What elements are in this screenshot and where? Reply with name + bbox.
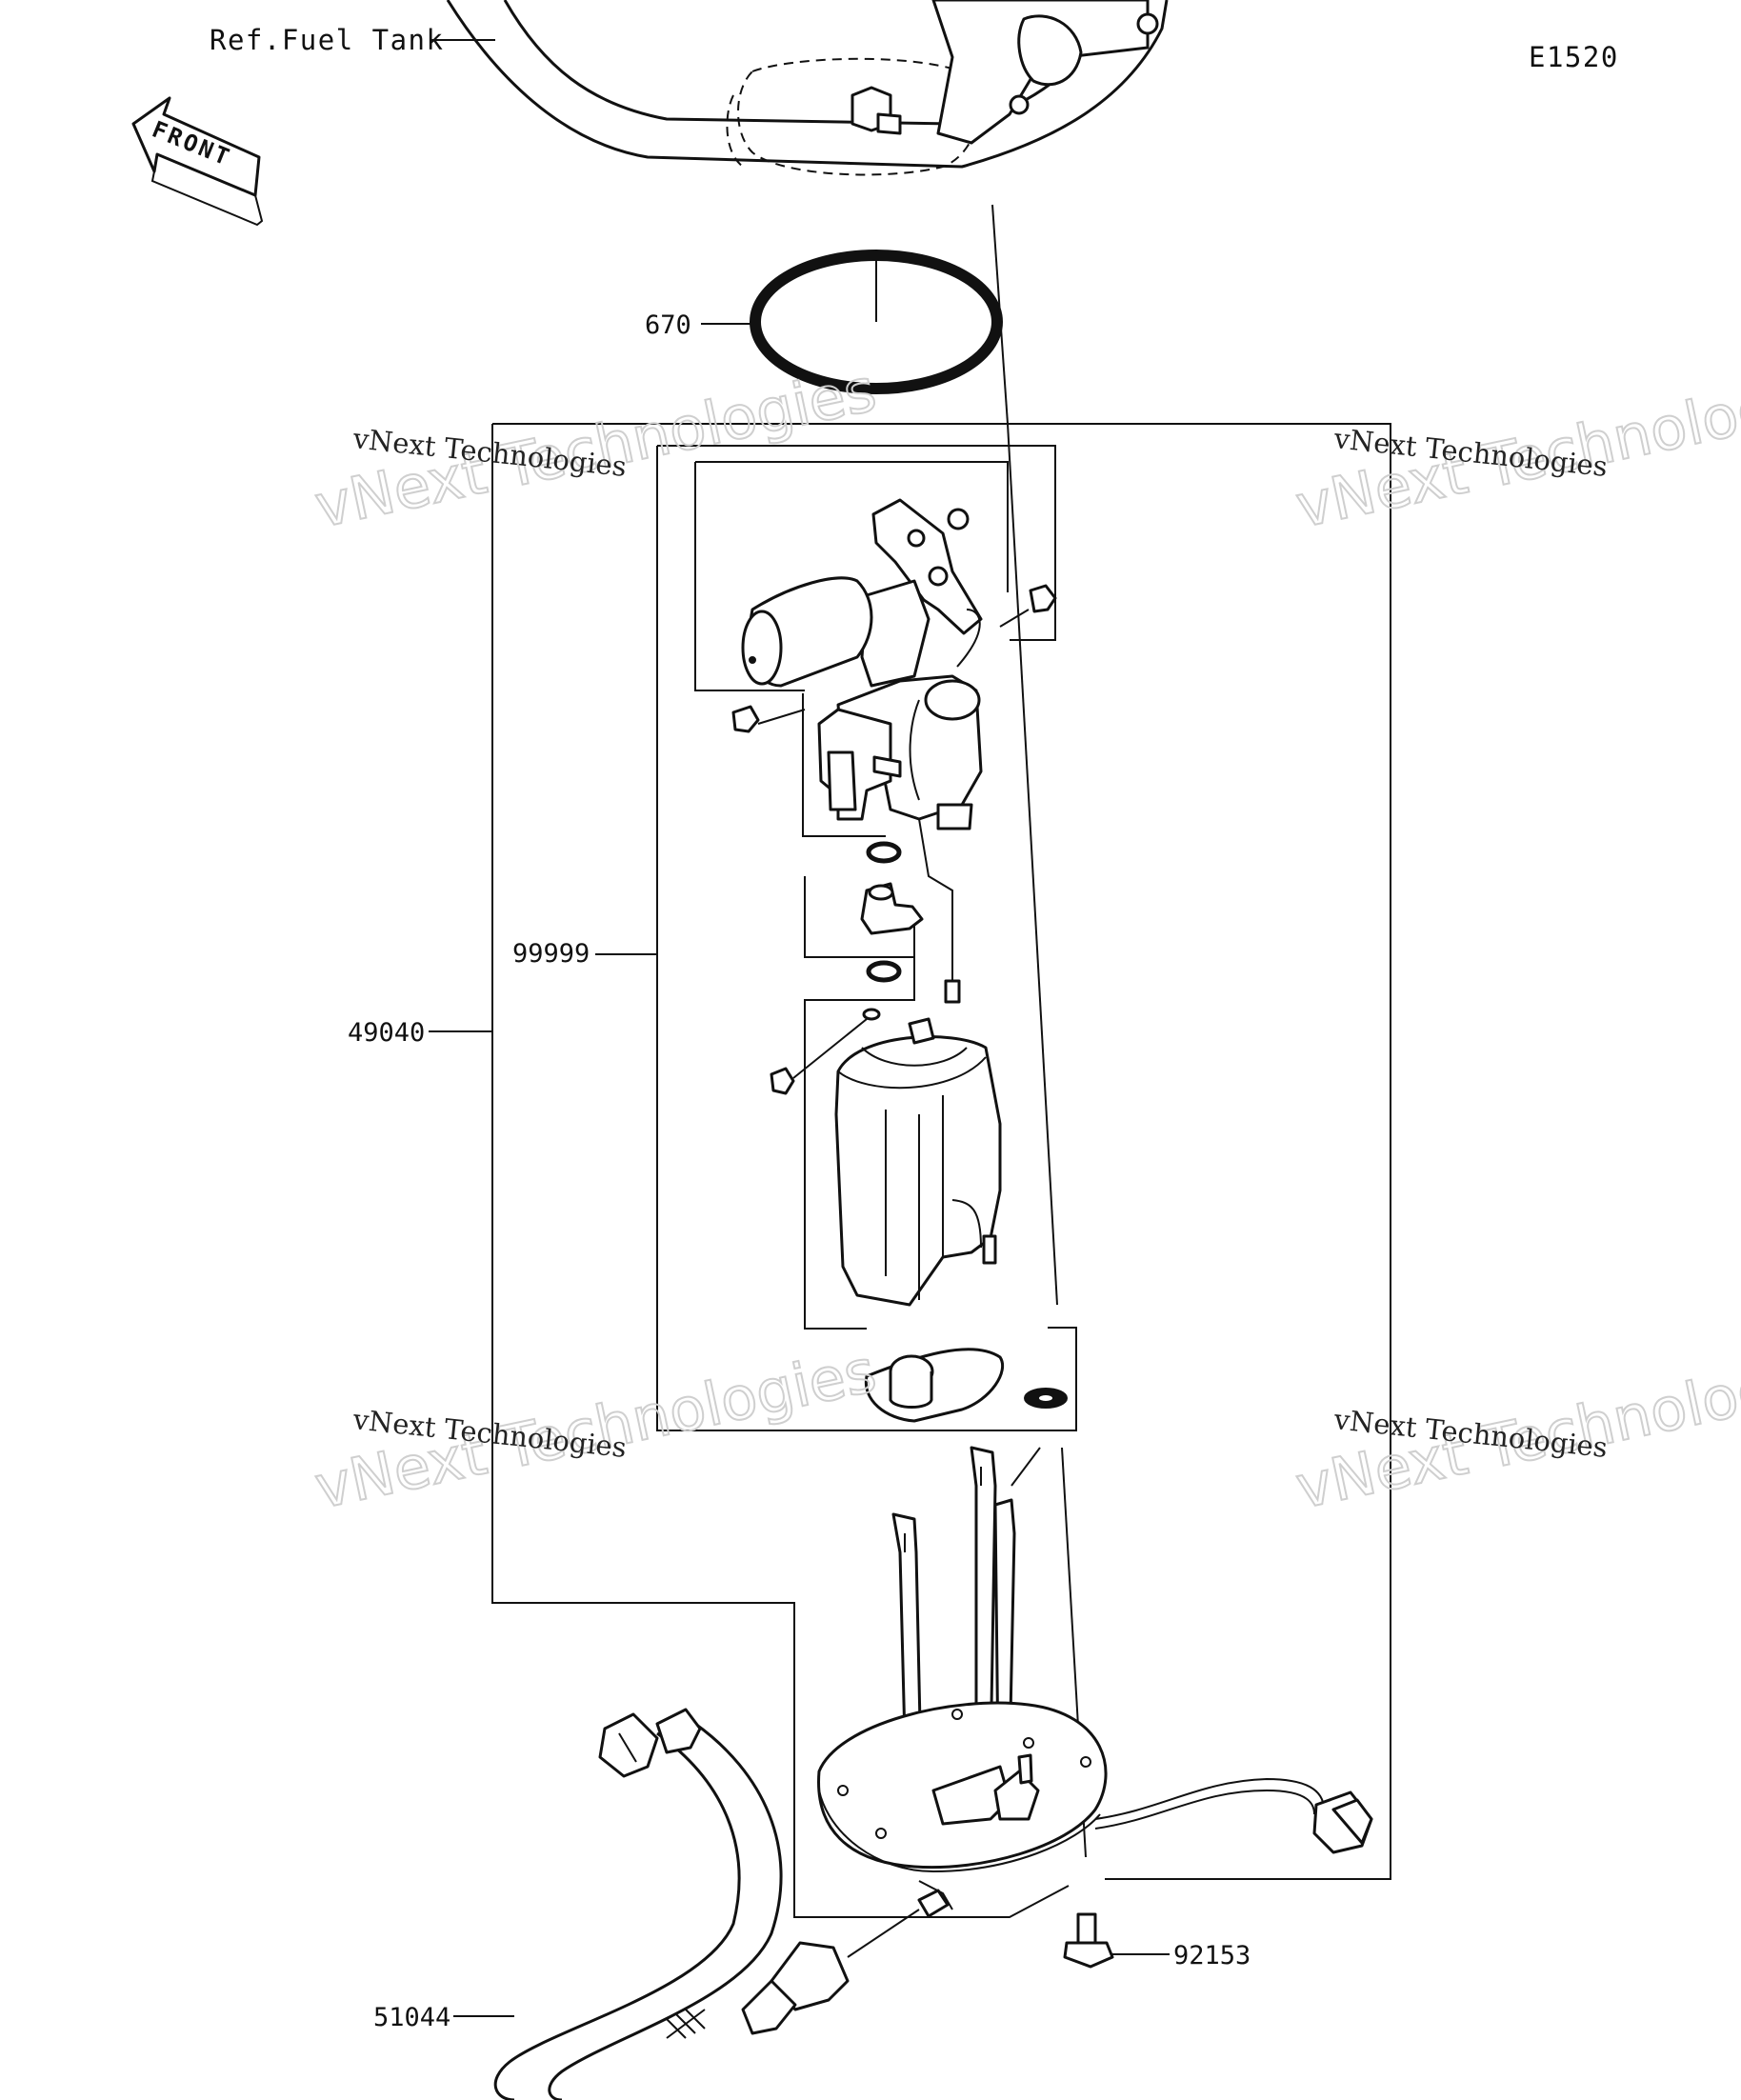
o-ring-lower	[866, 960, 902, 983]
gasket-o-ring	[750, 250, 1003, 394]
axis-line-lower	[1007, 423, 1058, 1306]
sub-bracket-a2	[694, 462, 805, 691]
watermark-bottom-left: vNext Technologies vNext Technologies	[309, 1334, 883, 1523]
fuel-hose	[493, 1708, 950, 2100]
check-valve	[860, 882, 924, 935]
callout-92153: 92153	[1173, 1941, 1251, 1970]
small-bolt-icon	[999, 584, 1057, 628]
o-ring-upper	[866, 841, 902, 864]
axis-line	[991, 204, 1009, 425]
fuel-pump-motor	[817, 609, 983, 990]
callout-49040: 49040	[348, 1018, 425, 1048]
watermark-top-right: vNext Technologies vNext Technologies	[1290, 353, 1741, 542]
grommet-hole	[1039, 1395, 1052, 1401]
wire-connector	[944, 979, 961, 1004]
sub-bracket-b	[802, 693, 886, 837]
callout-99999: 99999	[512, 939, 590, 969]
pump-base-fitting	[864, 1348, 1005, 1423]
watermark-bottom-right: vNext Technologies vNext Technologies	[1290, 1334, 1741, 1523]
flange-plate	[817, 1701, 1108, 1910]
small-bolt-icon-left	[731, 705, 806, 733]
pump-housing	[834, 1017, 1002, 1307]
sub-bracket-a	[695, 461, 1009, 592]
watermark-top-left: vNext Technologies vNext Technologies	[309, 353, 883, 542]
fuel-filter-cartridge	[741, 576, 873, 688]
bracket-49040-right	[492, 423, 1391, 1880]
diagram-code: E1520	[1529, 41, 1619, 73]
callout-670: 670	[645, 310, 691, 340]
bracket-99999-side	[656, 446, 1077, 1431]
bracket-99999-top	[657, 445, 1056, 641]
sub-bracket-c	[804, 876, 915, 1330]
electrical-connector-lead	[1094, 1777, 1373, 1854]
fuel-tank-outline	[446, 0, 1169, 176]
callout-51044: 51044	[373, 2003, 450, 2032]
regulator-bracket-plate	[860, 498, 983, 688]
bracket-49040-left	[491, 424, 1070, 1918]
ref-fuel-tank-label: Ref.Fuel Tank	[210, 24, 444, 56]
screw-bolt-icon	[770, 1008, 881, 1095]
front-direction-arrow: FRONT	[131, 96, 264, 227]
flange-bolt	[1063, 1912, 1114, 1969]
